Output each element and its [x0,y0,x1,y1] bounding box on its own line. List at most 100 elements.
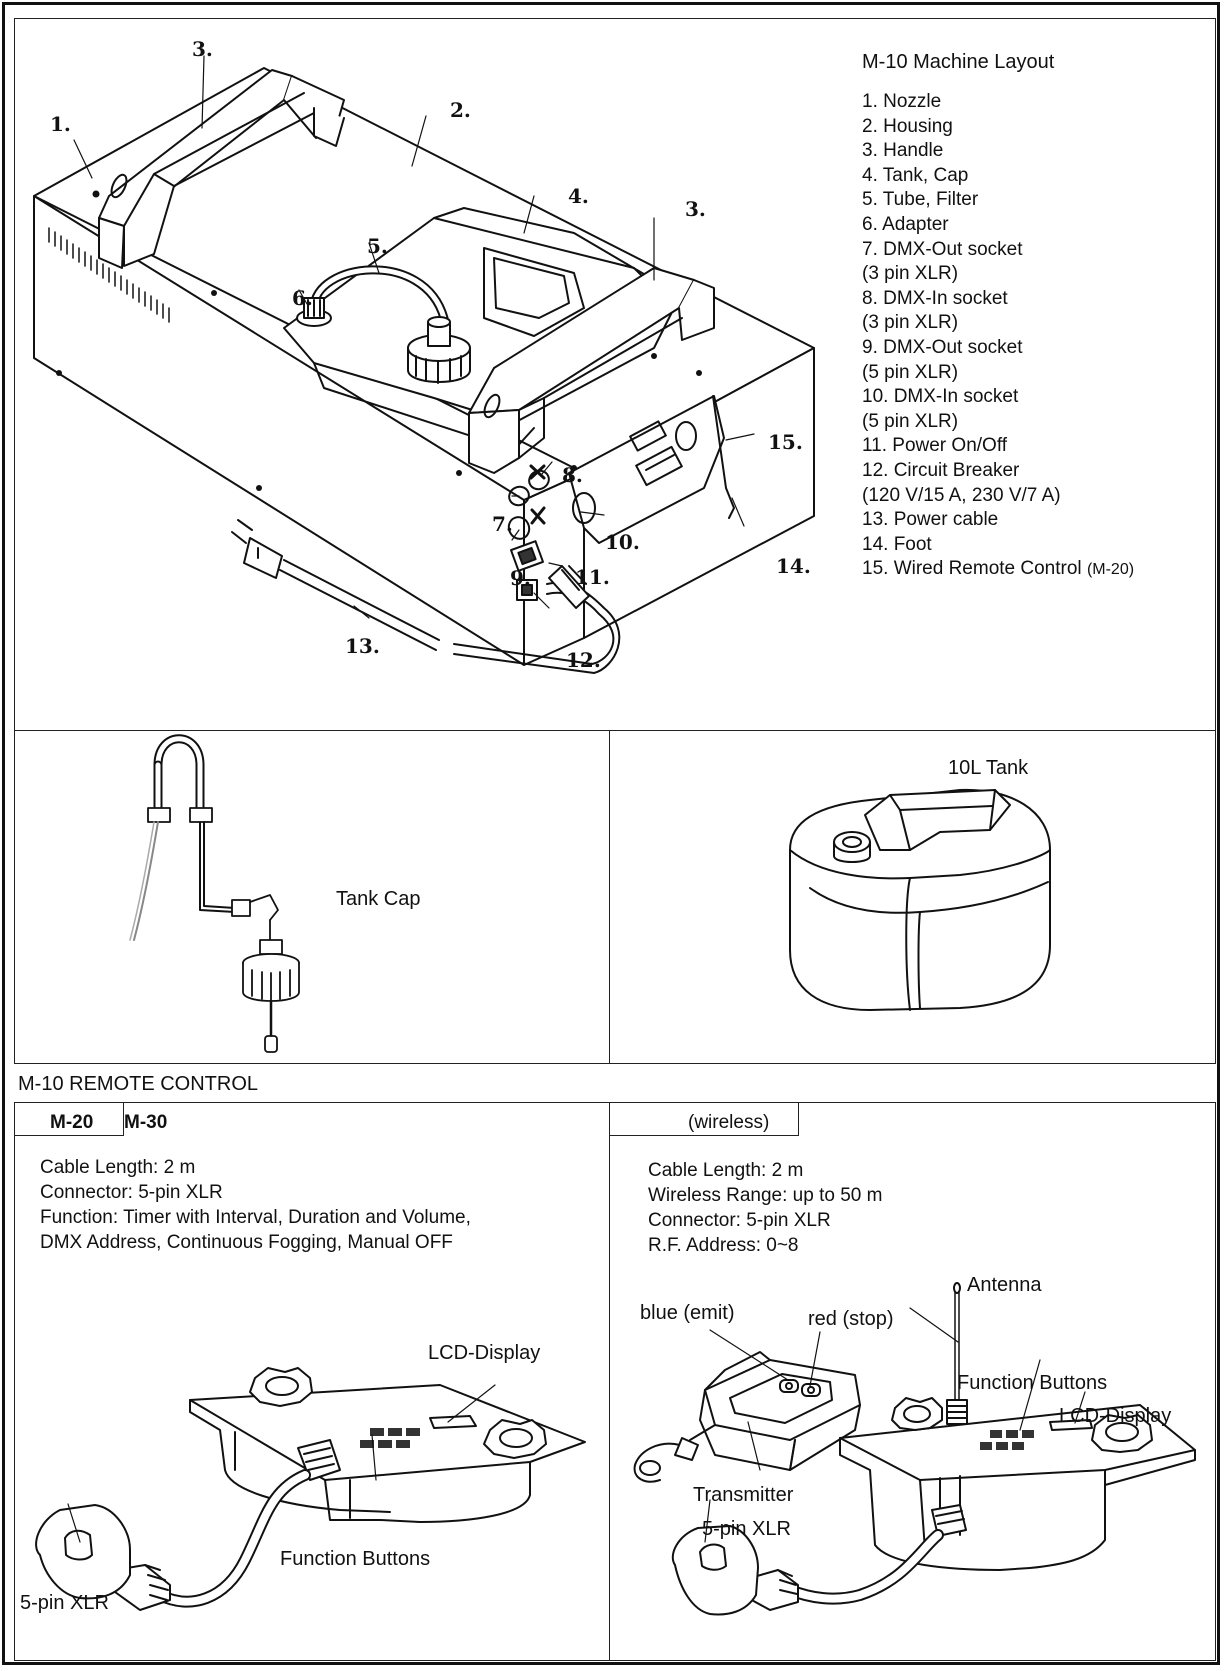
tab-m30-label: M-30 [124,1112,168,1133]
function-buttons [360,1428,420,1448]
tube-inner [311,267,447,321]
remote-section-title: M-10 REMOTE CONTROL [18,1073,259,1095]
legend-item: 14. Foot [862,533,932,555]
wired-remote-panel [568,395,727,544]
legend-item: 13. Power cable [862,509,999,531]
callout-5-tube: 5. [367,234,388,258]
callout-3-handle-back: 3. [192,37,213,61]
front-connectors [507,464,550,601]
tab-m20 [14,1102,124,1136]
wired-xlr-label: 5-pin XLR [20,1592,109,1614]
legend-item: 4. Tank, Cap [862,164,969,186]
spec-line: Wireless Range: up to 50 m [648,1185,883,1206]
knob-left [249,1367,313,1407]
spec-line: DMX Address, Continuous Fogging, Manual … [40,1232,453,1253]
antenna-drawing [946,1282,968,1425]
tank-cap-label: Tank Cap [336,888,421,910]
foot [725,487,735,519]
legend-item: 2. Housing [862,115,953,137]
legend-item: (3 pin XLR) [862,263,959,285]
callout-3-handle-front: 3. [685,197,706,221]
callout-1-nozzle: 1. [50,112,71,136]
wireless-specs: Cable Length: 2 m Wireless Range: up to … [648,1158,882,1258]
legend-item: 11. Power On/Off [862,435,1008,457]
layout-title: M-10 Machine Layout [862,51,1055,73]
wireless-lcd-label: LCD-Display [1059,1405,1172,1427]
tab-wireless-label: (wireless) [688,1112,770,1133]
callout-11-power-switch: 11. [575,565,610,589]
power-cable [231,519,621,674]
spec-line: Connector: 5-pin XLR [40,1182,223,1203]
wired-remote-illustration [35,1367,586,1611]
spec-line: Connector: 5-pin XLR [648,1210,831,1231]
vent-slots [48,227,170,323]
cable [784,1529,944,1605]
callout-9-dmx-out-5pin: 9. [510,566,531,590]
legend-item: (5 pin XLR) [862,410,959,432]
wireless-buttons-label: Function Buttons [957,1372,1108,1394]
handle-front [468,267,715,474]
callout-10-dmx-in-5pin: 10. [605,530,640,554]
callout-7-dmx-out-3pin: 7. [492,512,513,536]
machine-illustration [33,55,815,674]
tank-label: 10L Tank [948,757,1029,779]
knob-left [891,1397,943,1431]
wired-specs: Cable Length: 2 m Connector: 5-pin XLR F… [40,1155,471,1255]
xlr-plug [671,1525,799,1616]
wired-lcd-label: LCD-Display [428,1342,541,1364]
wireless-remote-illustration [633,1282,1196,1616]
wireless-xlr-label: 5-pin XLR [702,1518,791,1540]
legend-item: 1. Nozzle [862,91,942,112]
tab-wireless [609,1102,799,1136]
transmitter [633,1351,861,1483]
wired-buttons-label: Function Buttons [280,1548,431,1570]
wired-leaders [67,1384,496,1543]
callout-6-adapter: 6. [292,286,313,310]
legend-item: 5. Tube, Filter [862,189,979,211]
legend-item: 6. Adapter [862,213,949,235]
blue-emit-label: blue (emit) [640,1302,735,1324]
legend-item-suffix: (M-20) [1086,561,1135,579]
antenna-label: Antenna [967,1274,1042,1296]
legend-item: 15. Wired Remote Control (M-20) [862,557,1134,583]
legend-item: (3 pin XLR) [862,312,959,334]
legend-item: 8. DMX-In socket [862,287,1008,309]
legend-item-text: 15. Wired Remote Control [862,558,1082,580]
tank-cap [407,316,471,384]
transmitter-label: Transmitter [693,1484,794,1506]
callout-15-wired-remote: 15. [768,430,803,454]
wireless-remote-panel-box [609,1102,1216,1661]
lcd-display [429,1415,477,1429]
legend-item: 10. DMX-In socket [862,386,1019,408]
knob-right [483,1419,547,1459]
wireless-leaders [704,1307,1086,1543]
tab-m20-label: M-20 [50,1112,94,1133]
callout-13-power-cable: 13. [345,634,380,658]
callout-8-dmx-in-3pin: 8. [562,463,583,487]
tank-panel [609,730,1216,1064]
layout-legend: 1. Nozzle 2. Housing 3. Handle 4. Tank, … [862,90,1134,583]
legend-item: 12. Circuit Breaker [862,459,1020,481]
tank-cap-illustration [129,734,300,1053]
spec-line: Cable Length: 2 m [40,1157,196,1178]
callout-12-circuit-breaker: 12. [566,648,601,672]
callout-2-housing: 2. [450,98,471,122]
callout-14-foot: 14. [776,554,811,578]
red-stop-label: red (stop) [808,1308,894,1330]
legend-item: 3. Handle [862,140,944,162]
callout-leaders [73,55,755,619]
legend-item: 9. DMX-Out socket [862,336,1023,358]
handle-back [98,69,345,269]
legend-item: (5 pin XLR) [862,361,959,383]
xlr-plug [35,1504,171,1611]
knob-right [1091,1414,1153,1453]
tank-illustration [789,788,1051,1011]
callout-4-tank: 4. [568,184,589,208]
legend-item: 7. DMX-Out socket [862,238,1023,260]
lcd-display [1049,1419,1093,1431]
adapter [296,297,332,327]
spec-line: Function: Timer with Interval, Duration … [40,1207,471,1228]
function-buttons [980,1430,1034,1450]
